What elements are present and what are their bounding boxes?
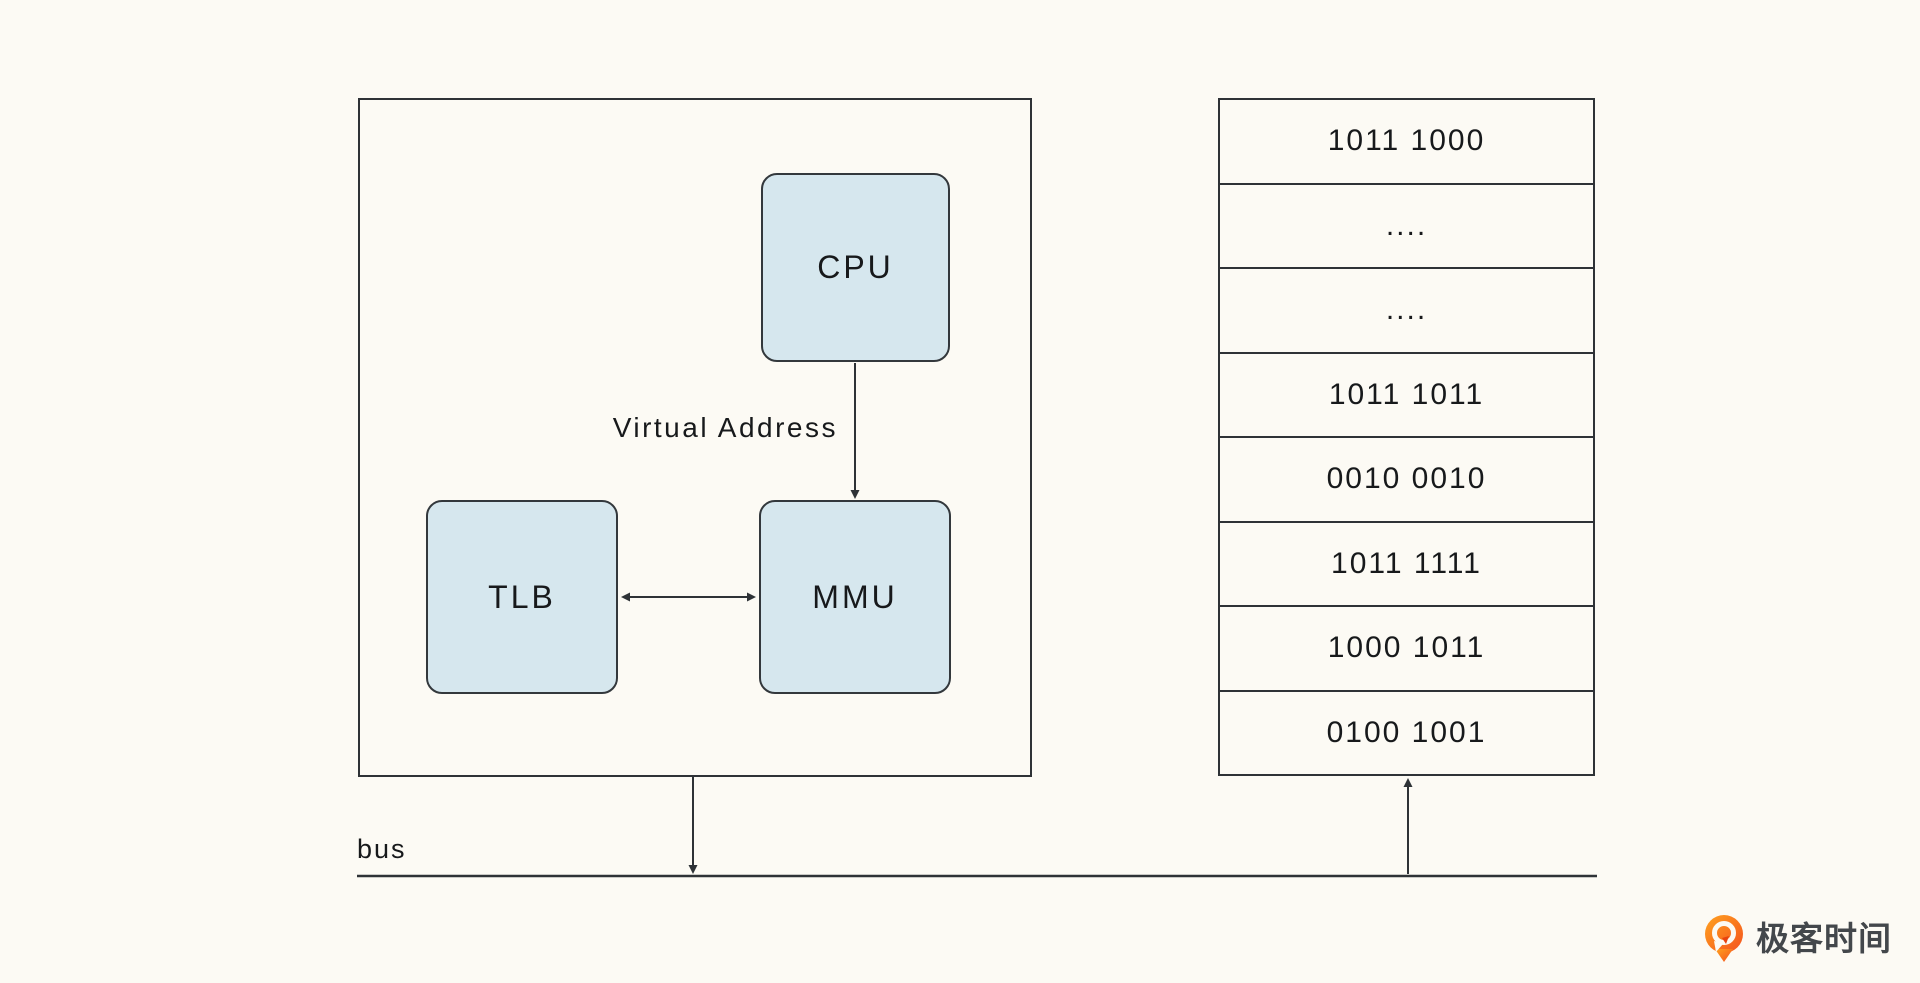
memory-cell: 1011 1000 [1327,124,1486,158]
memory-cell: 0100 1001 [1220,689,1593,775]
memory-cell: 1011 1011 [1220,351,1593,437]
memory-cell: .... [1220,267,1593,352]
geektime-logo-text: 极客时间 [1756,920,1892,957]
mmu-node: MMU [759,500,951,694]
tlb-label: TLB [488,578,556,615]
tlb-node: TLB [426,500,618,694]
geektime-pin-icon [1705,915,1743,962]
memory-cell: 1000 1011 [1220,605,1593,690]
bus-label: bus [357,834,407,864]
chip-boundary-box [358,98,1032,777]
memory-cell: .... [1220,182,1593,268]
memory-cell: 1011 1111 [1220,520,1593,606]
memory-table: 1011 1000 .... .... 1011 1011 0010 0010 … [1218,98,1595,776]
virtual-address-label: Virtual Address [612,412,838,443]
mmu-label: MMU [812,578,898,615]
geektime-logo: 极客时间 [1702,914,1892,964]
cpu-label: CPU [817,249,894,285]
cpu-node: CPU [761,173,950,362]
memory-cell: 0010 0010 [1220,436,1593,521]
